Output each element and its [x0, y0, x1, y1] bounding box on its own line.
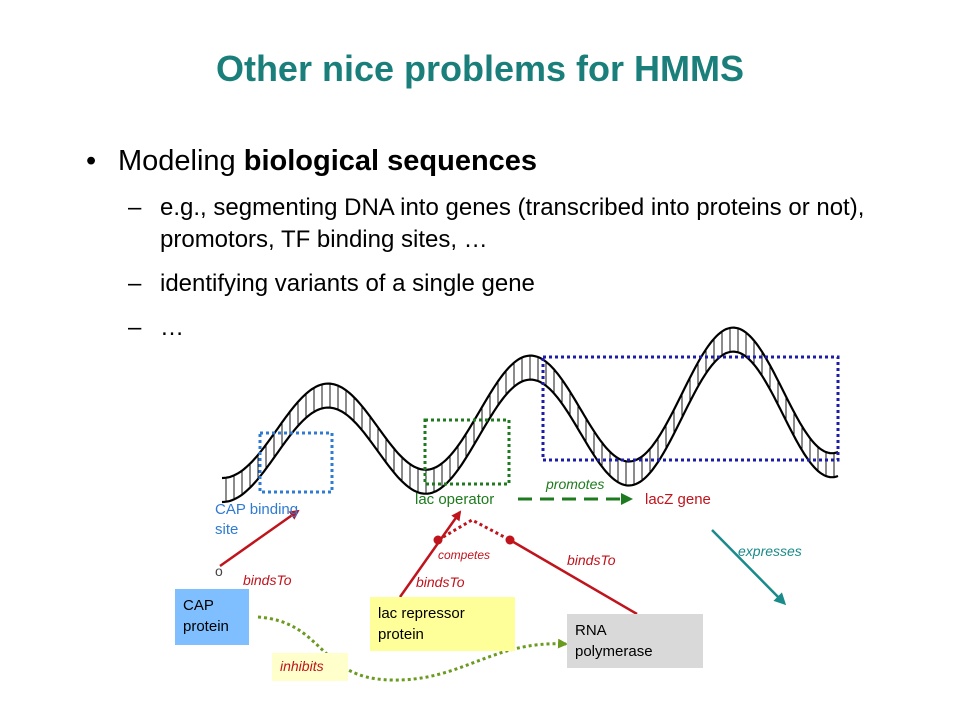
expresses-arrow [711, 529, 787, 606]
competes-dot-left [433, 535, 443, 545]
cap-protein-line2: protein [183, 618, 229, 635]
rna-polymerase-line1: RNA [575, 622, 607, 639]
binds-to-repressor-label: bindsTo [416, 574, 465, 590]
dna-strand-bottom [221, 350, 839, 504]
dna-base-pairs [225, 327, 835, 502]
competes-dot-right [505, 535, 515, 545]
cap-binding-site-region [258, 431, 334, 494]
polymerase-binds-line [509, 538, 638, 616]
rna-polymerase-line2: polymerase [575, 643, 653, 660]
sub-bullet-text: e.g., segmenting DNA into genes (transcr… [160, 194, 865, 253]
dash: – [128, 194, 142, 221]
promotes-label: promotes [546, 476, 605, 492]
dna-strand [221, 326, 839, 504]
lacz-gene-label: lacZ gene [645, 491, 711, 508]
cap-binding-site-label-line1: CAP binding [215, 501, 299, 518]
inhibits-arrow [257, 615, 568, 682]
dash: – [128, 270, 142, 297]
dash: – [128, 314, 142, 341]
lac-repressor-line1: lac repressor [378, 605, 465, 622]
sub-bullet-item: – e.g., segmenting DNA into genes (trans… [86, 192, 886, 256]
inhibits-label: inhibits [272, 653, 348, 681]
competes-label: competes [438, 548, 491, 562]
sub-bullet-text: identifying variants of a single gene [160, 270, 535, 297]
bullet-text-bold: biological sequences [243, 145, 538, 177]
small-o-label: o [215, 563, 223, 579]
cap-binding-site-label-line2: site [215, 521, 239, 538]
lacz-gene-region [541, 355, 840, 462]
lac-repressor-line2: protein [378, 626, 424, 643]
sub-bullet-item: – … [86, 312, 886, 344]
bullet-dot: • [86, 145, 97, 177]
expresses-label: expresses [738, 543, 802, 559]
sub-bullet-item: – identifying variants of a single gene [86, 268, 886, 300]
competes-connector [437, 518, 511, 542]
bullet-text-prefix: Modeling [118, 145, 244, 177]
bullet-item: • Modeling biological sequences [86, 145, 886, 178]
lac-operator-label: lac operator [415, 491, 495, 508]
cap-binding-site-label: CAP binding site [215, 500, 298, 540]
cap-protein-line1: CAP [183, 597, 214, 614]
cap-binds-arrow [219, 509, 300, 568]
lac-repressor-protein-box: lac repressor protein [370, 597, 515, 651]
binds-to-cap-label: bindsTo [243, 572, 292, 588]
binds-to-polymerase-label: bindsTo [567, 552, 616, 568]
rna-polymerase-box: RNA polymerase [567, 614, 703, 668]
dna-strand-top [221, 326, 839, 480]
cap-protein-box: CAP protein [175, 589, 249, 645]
bullet-list: • Modeling biological sequences – e.g., … [86, 145, 886, 356]
sub-bullet-text: … [160, 314, 184, 341]
slide-title: Other nice problems for HMMS [215, 48, 745, 89]
lac-operator-region [423, 418, 511, 486]
repressor-binds-arrow [398, 510, 462, 598]
